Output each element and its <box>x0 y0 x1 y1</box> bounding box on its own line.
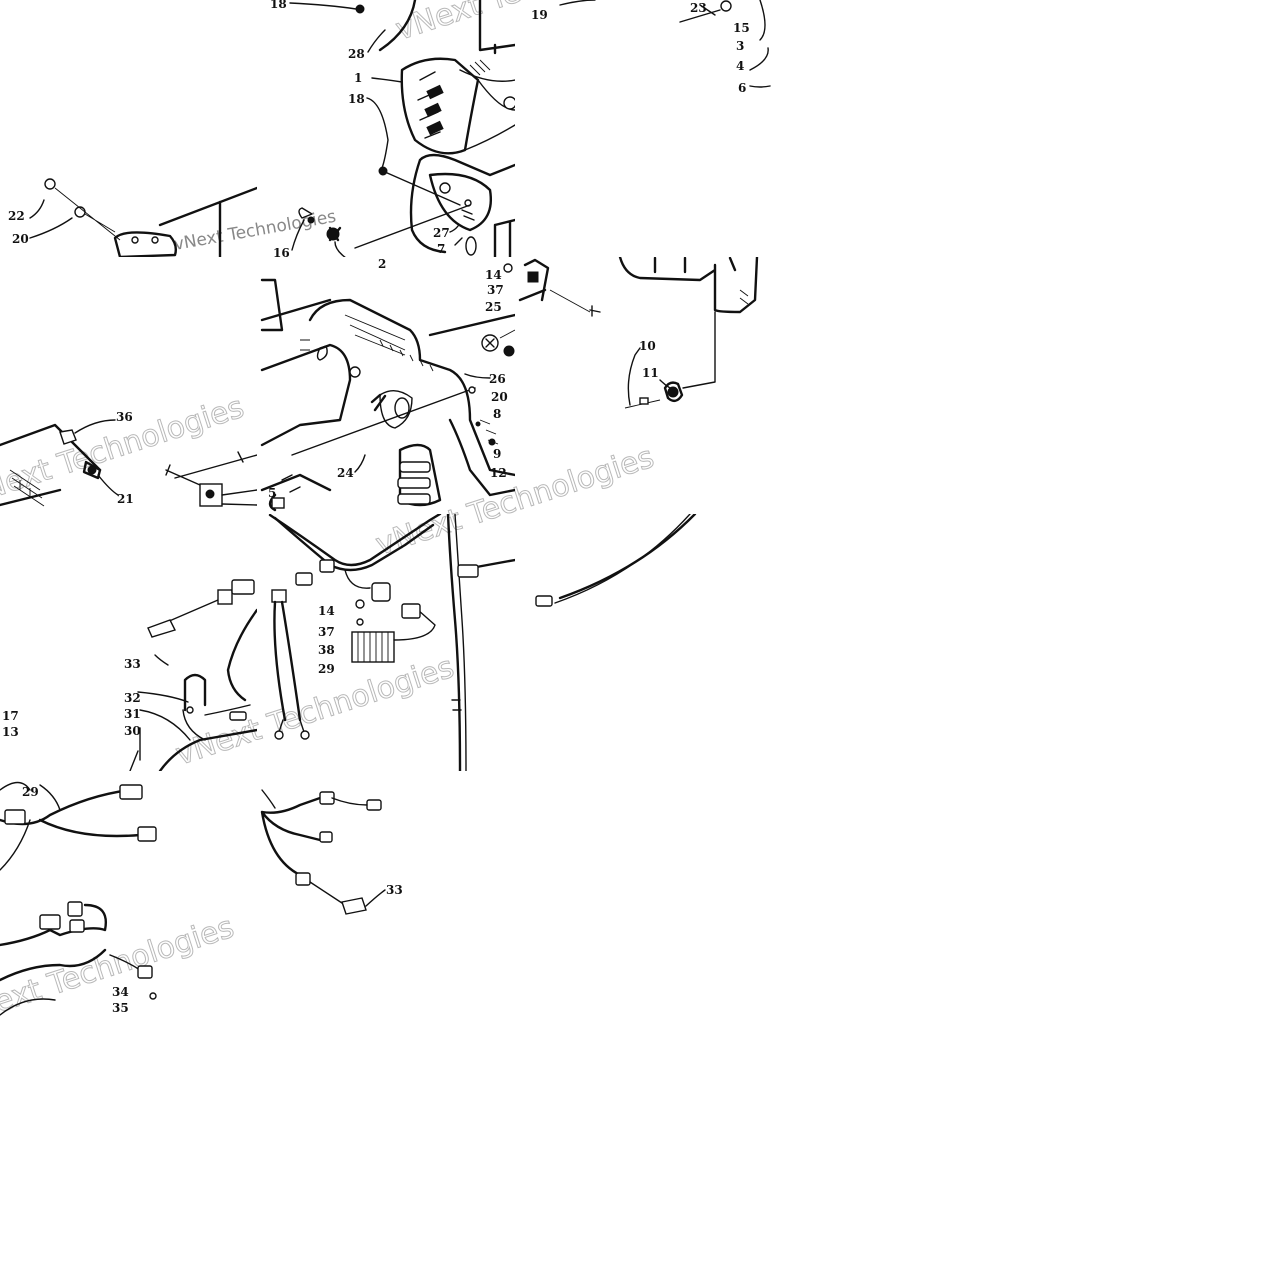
harness-left-middle: 33 32 31 30 17 13 <box>2 579 257 771</box>
watermark-text: vNext Technologies <box>172 207 337 255</box>
callout-15: 15 <box>733 21 750 35</box>
console-fragment-right: 19 23 15 3 4 6 <box>531 0 771 95</box>
callout-24: 24 <box>337 466 354 480</box>
callout-2: 2 <box>378 257 386 271</box>
callout-27: 27 <box>433 226 450 240</box>
callout-38: 38 <box>318 643 335 657</box>
callout-19: 19 <box>531 8 548 22</box>
callout-28: 28 <box>348 47 365 61</box>
callout-26: 26 <box>489 372 506 386</box>
regulator-harness: 14 37 38 29 <box>268 514 515 771</box>
callout-34: 34 <box>112 985 129 999</box>
callout-33: 33 <box>124 657 141 671</box>
callout-31: 31 <box>124 707 141 721</box>
callout-36: 36 <box>116 410 133 424</box>
harness-left-lower: 29 34 35 <box>0 781 157 1016</box>
console-panel-lower: 14 37 25 26 20 8 9 12 24 5 <box>260 263 515 512</box>
key-switch-assembly: 10 11 <box>518 257 759 409</box>
callout-17: 17 <box>2 709 19 723</box>
callout-20: 20 <box>491 390 508 404</box>
callout-37: 37 <box>487 283 504 297</box>
callout-22: 22 <box>8 209 25 223</box>
cable-right <box>535 514 697 607</box>
callout-21: 21 <box>117 492 134 506</box>
callout-20: 20 <box>12 232 29 246</box>
switch-panel-left: 36 21 <box>0 410 257 507</box>
callout-6: 6 <box>738 81 746 95</box>
callout-25: 25 <box>485 300 502 314</box>
callout-33: 33 <box>386 883 403 897</box>
watermarks: vNext Technologies vNext Technologies vN… <box>0 0 679 1033</box>
callout-7: 7 <box>437 242 445 256</box>
callout-12: 12 <box>490 466 507 480</box>
console-panel-upper: 18 28 1 18 16 2 27 7 <box>270 0 515 271</box>
callout-13: 13 <box>2 725 19 739</box>
callout-8: 8 <box>493 407 501 421</box>
callout-14: 14 <box>318 604 335 618</box>
watermark-text: vNext Technologies <box>172 650 459 773</box>
callout-35: 35 <box>112 1001 129 1015</box>
callout-5: 5 <box>268 486 276 500</box>
callout-23: 23 <box>690 1 707 15</box>
bracket-assembly-left: 22 20 <box>8 178 257 257</box>
callout-29: 29 <box>22 785 39 799</box>
callout-30: 30 <box>124 724 141 738</box>
callout-10: 10 <box>639 339 656 353</box>
callout-37: 37 <box>318 625 335 639</box>
callout-29: 29 <box>318 662 335 676</box>
callout-9: 9 <box>493 447 501 461</box>
callout-18: 18 <box>348 92 365 106</box>
callout-32: 32 <box>124 691 141 705</box>
callout-1: 1 <box>354 71 362 85</box>
callout-18: 18 <box>270 0 287 11</box>
callout-14: 14 <box>485 268 502 282</box>
callout-4: 4 <box>736 59 744 73</box>
callout-11: 11 <box>642 366 659 380</box>
pigtail-harness: 33 <box>260 789 403 915</box>
callout-3: 3 <box>736 39 744 53</box>
callout-16: 16 <box>273 246 290 260</box>
